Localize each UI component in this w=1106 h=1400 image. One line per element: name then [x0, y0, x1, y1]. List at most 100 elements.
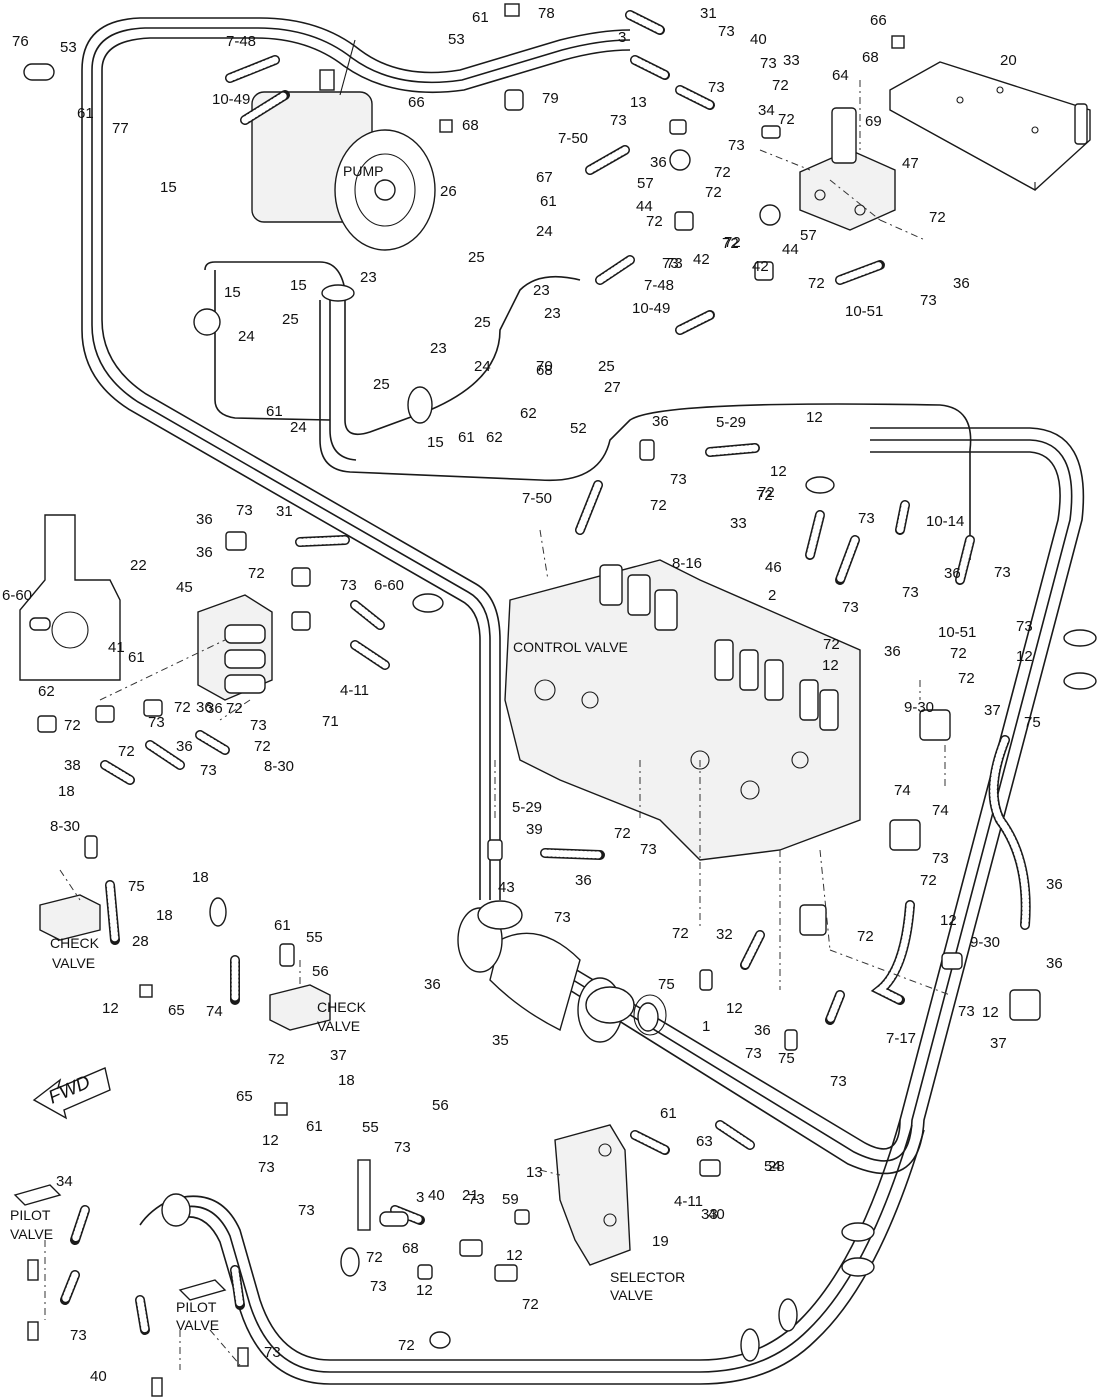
part-callout: 25 [468, 249, 485, 266]
part-callout: 73 [264, 1344, 281, 1361]
part-callout: 18 [338, 1072, 355, 1089]
part-callout: 68 [862, 49, 879, 66]
part-callout: 74 [894, 782, 911, 799]
part-callout: 34 [56, 1173, 73, 1190]
part-callout: 62 [38, 683, 55, 700]
pump-label: PUMP [343, 163, 383, 179]
part-callout: 13 [526, 1164, 543, 1181]
part-callout: 40 [90, 1368, 107, 1385]
check-valve-left-label: CHECK [50, 935, 100, 951]
part-callout: 53 [60, 39, 77, 56]
part-callout: 1 [702, 1018, 710, 1035]
part-callout: 36 [196, 544, 213, 561]
mounting-plate [889, 61, 1091, 191]
part-callout: 40 [708, 1206, 725, 1223]
part-callout: 36 [953, 275, 970, 292]
part-callout: 36 [650, 154, 667, 171]
part-callout: 61 [540, 193, 557, 210]
part-callout: 75 [128, 878, 145, 895]
pump [251, 39, 436, 251]
part-callout: 15 [224, 284, 241, 301]
part-callout: 5-29 [716, 414, 746, 431]
part-callout: 72 [226, 700, 243, 717]
part-callout: 73 [708, 79, 725, 96]
part-callout: 8-30 [264, 758, 294, 775]
part-callout: 61 [77, 105, 94, 122]
part-callout: 73 [610, 112, 627, 129]
part-callout: 65 [168, 1002, 185, 1019]
part-callout: 24 [536, 223, 553, 240]
part-callout: 36 [1046, 955, 1063, 972]
part-callout: 65 [236, 1088, 253, 1105]
part-callout: 47 [902, 155, 919, 172]
part-callout: 31 [700, 5, 717, 22]
part-callout: 73 [902, 584, 919, 601]
part-callout: 74 [206, 1003, 223, 1020]
part-callout: 28 [768, 1158, 785, 1175]
part-callout: 73 [760, 55, 777, 72]
part-callout: 15 [160, 179, 177, 196]
part-callout: 32 [716, 926, 733, 943]
selector-valve [554, 1124, 631, 1266]
part-callout: 72 [118, 743, 135, 760]
part-callout: 25 [373, 376, 390, 393]
part-callout: 33 [730, 515, 747, 532]
part-callout: 3 [618, 29, 626, 46]
part-callout: 46 [765, 559, 782, 576]
part-callout: 43 [498, 879, 515, 896]
part-callout: 37 [984, 702, 1001, 719]
part-callout: 12 [770, 463, 787, 480]
part-callout: 72 [714, 164, 731, 181]
part-callout: 72 [756, 487, 773, 504]
part-callout: 41 [108, 639, 125, 656]
selector-valve-label: SELECTOR [610, 1269, 685, 1285]
part-callout: 12 [262, 1132, 279, 1149]
part-callout: 12 [822, 657, 839, 674]
part-callout: 68 [536, 362, 553, 379]
part-callout: 61 [472, 9, 489, 26]
part-callout: 77 [112, 120, 129, 137]
part-callout: 38 [64, 757, 81, 774]
part-callout: 34 [758, 102, 775, 119]
part-callout: 61 [274, 917, 291, 934]
part-callout: 18 [58, 783, 75, 800]
part-callout: 36 [652, 413, 669, 430]
part-callout: 73 [858, 510, 875, 527]
part-callout: 73 [70, 1327, 87, 1344]
part-callout: 24 [238, 328, 255, 345]
control-valve [504, 559, 861, 861]
check-valve-left [39, 894, 101, 941]
part-callout: 36 [424, 976, 441, 993]
fittings [23, 3, 1041, 1282]
part-callout: 72 [958, 670, 975, 687]
part-callout: 73 [920, 292, 937, 309]
part-callout: 8-16 [672, 555, 702, 572]
part-callout: 36 [754, 1022, 771, 1039]
part-callout: 73 [662, 255, 679, 272]
part-callout: 66 [870, 12, 887, 29]
part-callout: 62 [520, 405, 537, 422]
check-valve-left-label: VALVE [52, 955, 95, 971]
part-callout: 73 [842, 599, 859, 616]
part-callout: 63 [696, 1133, 713, 1150]
part-callout: 8-30 [50, 818, 80, 835]
part-callout: 24 [474, 358, 491, 375]
part-callout: 69 [865, 113, 882, 130]
part-callout: 56 [432, 1097, 449, 1114]
part-callout: 72 [174, 699, 191, 716]
part-callout: 72 [722, 235, 739, 252]
part-callout: 12 [940, 912, 957, 929]
part-callout: 36 [196, 511, 213, 528]
part-callout: 73 [718, 23, 735, 40]
part-callout: 72 [823, 636, 840, 653]
part-callout: 7-50 [522, 490, 552, 507]
part-callout: 12 [102, 1000, 119, 1017]
part-callout: 73 [200, 762, 217, 779]
part-callout: 33 [783, 52, 800, 69]
part-callout: 72 [646, 213, 663, 230]
part-callout: 23 [533, 282, 550, 299]
part-callout: 40 [428, 1187, 445, 1204]
part-callout: 72 [920, 872, 937, 889]
part-callout: 37 [990, 1035, 1007, 1052]
part-callout: 12 [416, 1282, 433, 1299]
